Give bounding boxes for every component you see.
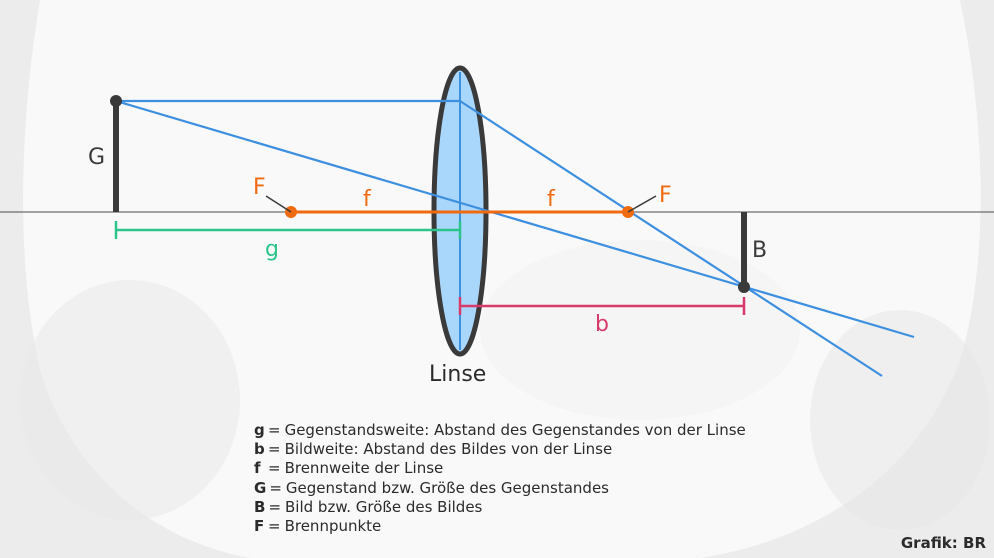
central-ray bbox=[115, 99, 915, 339]
legend-text: Gegenstandsweite: Abstand des Gegenstand… bbox=[284, 421, 746, 439]
object-label: G bbox=[88, 145, 105, 170]
legend: g=Gegenstandsweite: Abstand des Gegensta… bbox=[254, 421, 746, 536]
legend-symbol: b bbox=[254, 440, 265, 459]
focal-point-right-label: F bbox=[659, 183, 672, 208]
image-tip-dot bbox=[738, 281, 750, 293]
legend-item: f=Brennweite der Linse bbox=[254, 459, 444, 478]
focal-left-leader bbox=[265, 195, 292, 213]
lens-label: Linse bbox=[429, 362, 486, 387]
legend-item: g=Gegenstandsweite: Abstand des Gegensta… bbox=[254, 421, 746, 439]
focal-length-left-label: f bbox=[363, 187, 372, 212]
focal-point-left-label: F bbox=[253, 175, 266, 200]
refracted-focal-ray bbox=[459, 100, 883, 377]
light-rays bbox=[115, 99, 915, 377]
image-distance-label: b bbox=[595, 312, 609, 337]
legend-item: B=Bild bzw. Größe des Bildes bbox=[254, 497, 483, 516]
legend-symbol: B bbox=[254, 497, 266, 516]
legend-text: Bildweite: Abstand des Bildes von der Li… bbox=[284, 440, 613, 459]
object-distance-marker bbox=[114, 221, 462, 239]
focal-length-right-label: f bbox=[547, 187, 556, 212]
legend-text: Gegenstand bzw. Größe des Gegenstandes bbox=[285, 478, 609, 497]
legend-symbol: F bbox=[254, 517, 265, 536]
object-distance-label: g bbox=[265, 237, 279, 262]
legend-text: Brennweite der Linse bbox=[284, 459, 444, 478]
legend-symbol: g bbox=[254, 421, 265, 439]
legend-symbol: f bbox=[254, 459, 261, 478]
legend-item: b=Bildweite: Abstand des Bildes von der … bbox=[254, 440, 613, 459]
object-top-dot bbox=[110, 95, 122, 107]
legend-text: Bild bzw. Größe des Bildes bbox=[285, 497, 483, 516]
legend-text: Brennpunkte bbox=[284, 517, 382, 536]
image-credit: Grafik: BR bbox=[900, 534, 986, 552]
legend-symbol: G bbox=[254, 478, 267, 497]
legend-item: G=Gegenstand bzw. Größe des Gegenstandes bbox=[254, 478, 609, 497]
image-label: B bbox=[752, 238, 767, 263]
focal-right-leader bbox=[627, 195, 657, 213]
legend-item: F=Brennpunkte bbox=[254, 517, 382, 536]
image-distance-marker bbox=[458, 297, 746, 315]
